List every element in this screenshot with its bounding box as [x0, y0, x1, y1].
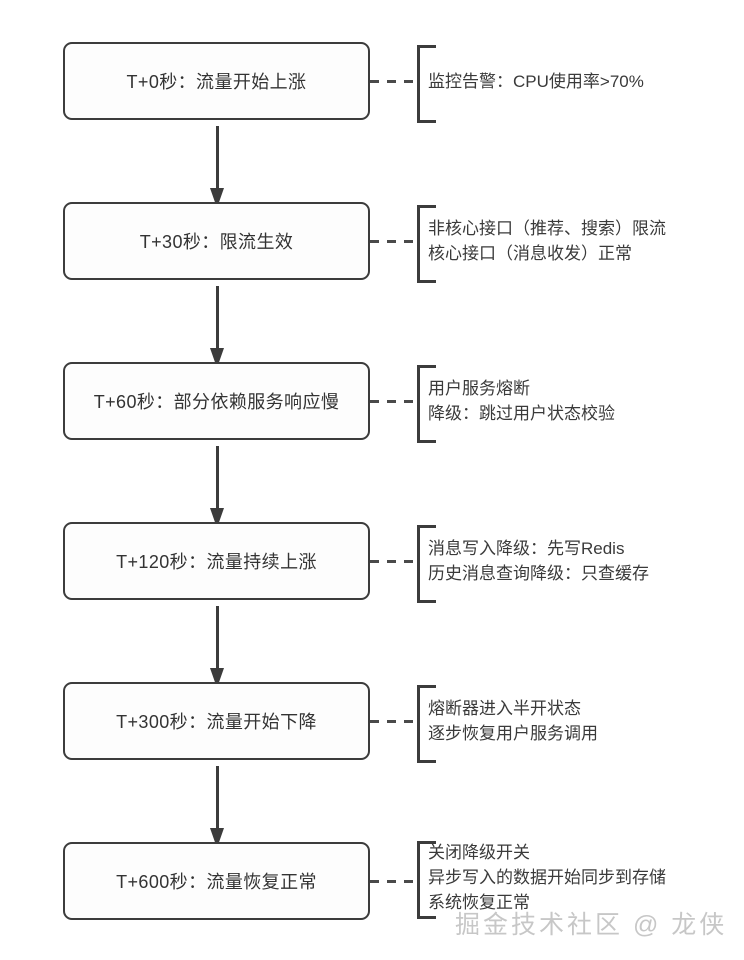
- flow-step-box-6[interactable]: T+600秒：流量恢复正常: [63, 842, 370, 920]
- flow-arrow-4-to-5: [210, 606, 224, 688]
- note-line: 熔断器进入半开状态: [428, 699, 581, 718]
- note-line: 系统恢复正常: [428, 893, 530, 912]
- note-line: 逐步恢复用户服务调用: [428, 724, 598, 743]
- arrow-stem: [216, 766, 219, 832]
- flow-step-label-1: T+0秒：流量开始上涨: [126, 72, 307, 92]
- note-bracket-5: [417, 685, 436, 763]
- flow-arrow-3-to-4: [210, 446, 224, 528]
- note-connector-1: [370, 80, 418, 83]
- arrow-stem: [216, 606, 219, 672]
- flow-step-box-1[interactable]: T+0秒：流量开始上涨: [63, 42, 370, 120]
- flow-step-box-3[interactable]: T+60秒：部分依赖服务响应慢: [63, 362, 370, 440]
- note-connector-5: [370, 720, 418, 723]
- arrow-stem: [216, 126, 219, 192]
- note-connector-4: [370, 560, 418, 563]
- flow-step-label-2: T+30秒：限流生效: [139, 232, 294, 252]
- note-text-6: 关闭降级开关 异步写入的数据开始同步到存储 系统恢复正常: [428, 840, 666, 915]
- note-line: 历史消息查询降级：只查缓存: [428, 564, 649, 583]
- note-bracket-1: [417, 45, 436, 123]
- arrow-stem: [216, 446, 219, 512]
- note-connector-6: [370, 880, 418, 883]
- note-bracket-3: [417, 365, 436, 443]
- note-connector-2: [370, 240, 418, 243]
- flow-step-label-3: T+60秒：部分依赖服务响应慢: [93, 392, 340, 412]
- note-text-3: 用户服务熔断 降级：跳过用户状态校验: [428, 376, 615, 426]
- note-line: 非核心接口（推荐、搜索）限流: [428, 219, 666, 238]
- note-text-5: 熔断器进入半开状态 逐步恢复用户服务调用: [428, 696, 598, 746]
- note-line: 监控告警：CPU使用率>70%: [428, 72, 644, 91]
- note-line: 核心接口（消息收发）正常: [428, 244, 632, 263]
- flow-step-box-4[interactable]: T+120秒：流量持续上涨: [63, 522, 370, 600]
- note-bracket-4: [417, 525, 436, 603]
- flow-step-box-5[interactable]: T+300秒：流量开始下降: [63, 682, 370, 760]
- note-text-2: 非核心接口（推荐、搜索）限流 核心接口（消息收发）正常: [428, 216, 666, 266]
- flow-step-label-6: T+600秒：流量恢复正常: [116, 872, 317, 892]
- note-text-1: 监控告警：CPU使用率>70%: [428, 69, 644, 94]
- note-line: 降级：跳过用户状态校验: [428, 404, 615, 423]
- note-line: 关闭降级开关: [428, 843, 530, 862]
- note-line: 消息写入降级：先写Redis: [428, 539, 625, 558]
- note-line: 用户服务熔断: [428, 379, 530, 398]
- flow-step-box-2[interactable]: T+30秒：限流生效: [63, 202, 370, 280]
- note-bracket-6: [417, 841, 436, 919]
- flow-step-label-5: T+300秒：流量开始下降: [116, 712, 317, 732]
- arrow-stem: [216, 286, 219, 352]
- note-connector-3: [370, 400, 418, 403]
- note-line: 异步写入的数据开始同步到存储: [428, 868, 666, 887]
- note-text-4: 消息写入降级：先写Redis 历史消息查询降级：只查缓存: [428, 536, 649, 586]
- note-bracket-2: [417, 205, 436, 283]
- flow-arrow-1-to-2: [210, 126, 224, 208]
- flow-arrow-5-to-6: [210, 766, 224, 848]
- flow-arrow-2-to-3: [210, 286, 224, 368]
- flow-step-label-4: T+120秒：流量持续上涨: [116, 552, 317, 572]
